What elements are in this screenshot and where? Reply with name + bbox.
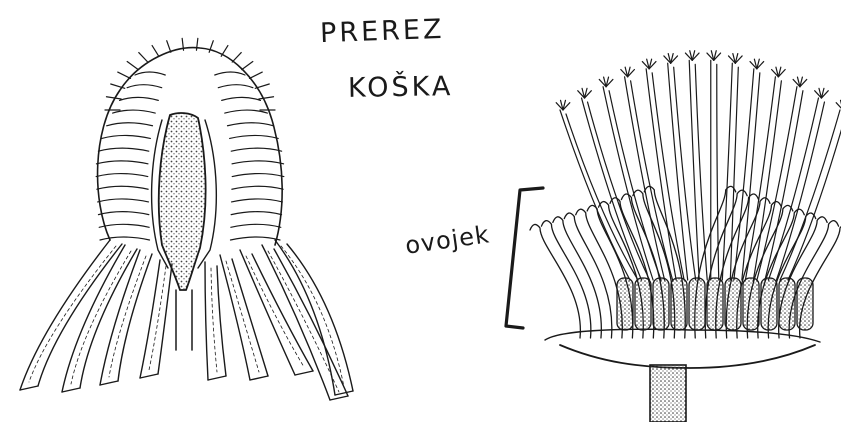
floret-ridge	[102, 135, 151, 138]
floret-ridge	[127, 85, 162, 88]
open-flower-head-section	[530, 51, 841, 422]
bract-tip	[208, 376, 226, 380]
floret-ridge	[232, 174, 284, 177]
bract	[205, 262, 208, 380]
floret-tube	[566, 114, 638, 280]
bract-tip	[140, 374, 158, 378]
floret-ridge	[98, 199, 149, 202]
bract-tip	[335, 391, 353, 395]
floret-ridge	[96, 161, 147, 164]
bract-tip	[295, 371, 313, 375]
involucre-bracket	[506, 188, 543, 328]
floret-ridge	[232, 199, 283, 202]
floret-tip	[152, 46, 159, 57]
floret-ridge	[99, 224, 149, 227]
floret-tip	[167, 41, 171, 53]
floret-tip	[118, 72, 131, 78]
bract-tip	[330, 396, 348, 400]
floret-ridge	[218, 85, 253, 88]
floret-ridge	[228, 123, 274, 126]
bract-vein	[226, 261, 259, 372]
floret-tube	[776, 102, 824, 280]
floret-tube	[753, 81, 781, 280]
floret-tube	[722, 63, 732, 280]
bract	[217, 266, 226, 376]
floret-ridge	[231, 148, 281, 151]
floret-tip	[242, 61, 253, 69]
bract-tip	[250, 376, 268, 380]
stigma	[836, 103, 841, 110]
floret-ridge	[98, 148, 148, 151]
floret-ridge	[232, 161, 283, 164]
floret-ridge	[135, 72, 165, 75]
floret-ridge	[97, 186, 148, 189]
floret-tube	[609, 91, 661, 280]
floret-ridge	[98, 212, 148, 215]
floret-ridge	[120, 97, 159, 100]
involucre-bract	[530, 224, 580, 338]
floret-tip	[127, 61, 138, 69]
bract-tip	[100, 381, 118, 385]
floret-tube	[745, 77, 775, 280]
involucre-bract	[576, 209, 623, 338]
floret-ridge	[222, 97, 261, 100]
closed-flower-head-section	[20, 38, 353, 400]
floret-tip	[232, 53, 241, 63]
floret-ridge	[107, 123, 153, 126]
floret-tip	[139, 53, 148, 63]
bract-vein	[211, 268, 217, 372]
floret-ridge	[96, 174, 148, 177]
floret-ridge	[100, 237, 150, 240]
floret-tip	[255, 84, 269, 88]
bract-vein	[109, 256, 146, 377]
bract	[38, 244, 122, 386]
floret-tip	[250, 72, 263, 78]
floret-ridge	[230, 135, 279, 138]
seed	[743, 278, 759, 330]
bract	[158, 264, 172, 374]
floret-ridge	[215, 72, 245, 75]
floret-tube	[625, 77, 665, 280]
floret-ridge	[231, 224, 281, 227]
floret-ridge	[231, 212, 281, 215]
floret-tube	[603, 87, 653, 280]
bract-tip	[20, 386, 38, 390]
bract	[274, 249, 348, 396]
bract	[80, 249, 137, 388]
floret-ridge	[231, 237, 281, 240]
floret-ridge	[232, 186, 283, 189]
bract-tip	[62, 388, 80, 392]
floret-tip	[259, 97, 274, 99]
seed	[707, 278, 723, 330]
bract	[62, 245, 125, 392]
